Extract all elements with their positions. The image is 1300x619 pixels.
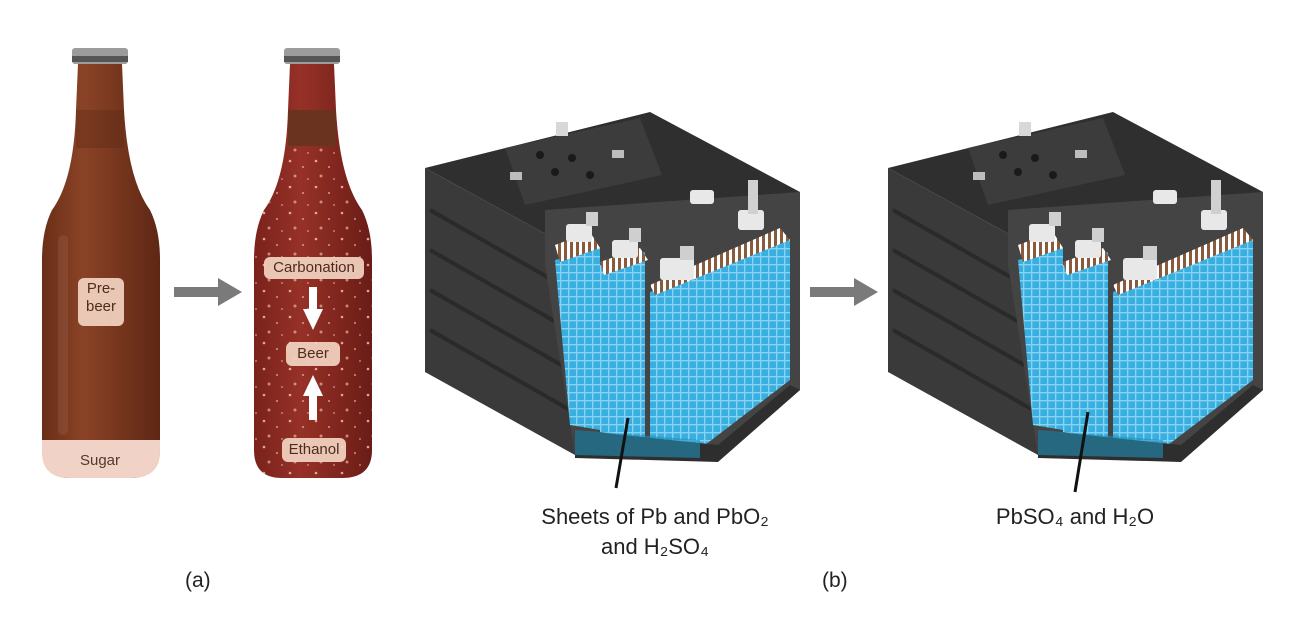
arrow-a xyxy=(174,278,242,306)
tag-carbonation: Carbonation xyxy=(264,257,364,279)
cell-1 xyxy=(555,248,600,430)
pointer-line-right xyxy=(1073,411,1090,493)
panel-label-b: (b) xyxy=(822,569,848,592)
cell-3 xyxy=(650,240,790,445)
battery-right xyxy=(888,112,1263,493)
caption-left-line1: Sheets of Pb and PbO₂ xyxy=(541,504,769,529)
bottle-body xyxy=(42,64,160,478)
panel-label-a: (a) xyxy=(185,569,211,592)
tag-sugar: Sugar xyxy=(79,452,121,469)
tag-prebeer: Pre- beer xyxy=(78,278,124,326)
battery-side xyxy=(425,168,575,455)
caption-right: PbSO₄ and H₂O xyxy=(995,504,1155,529)
battery-left xyxy=(425,112,800,489)
pointer-line-left xyxy=(614,417,630,489)
bottle-left xyxy=(42,48,160,478)
cell-2 xyxy=(600,252,645,440)
tag-beer: Beer xyxy=(286,342,340,366)
arrow-b xyxy=(810,278,878,306)
caption-left-line2: and H₂SO₄ xyxy=(600,534,709,559)
tag-ethanol: Ethanol xyxy=(282,438,346,462)
